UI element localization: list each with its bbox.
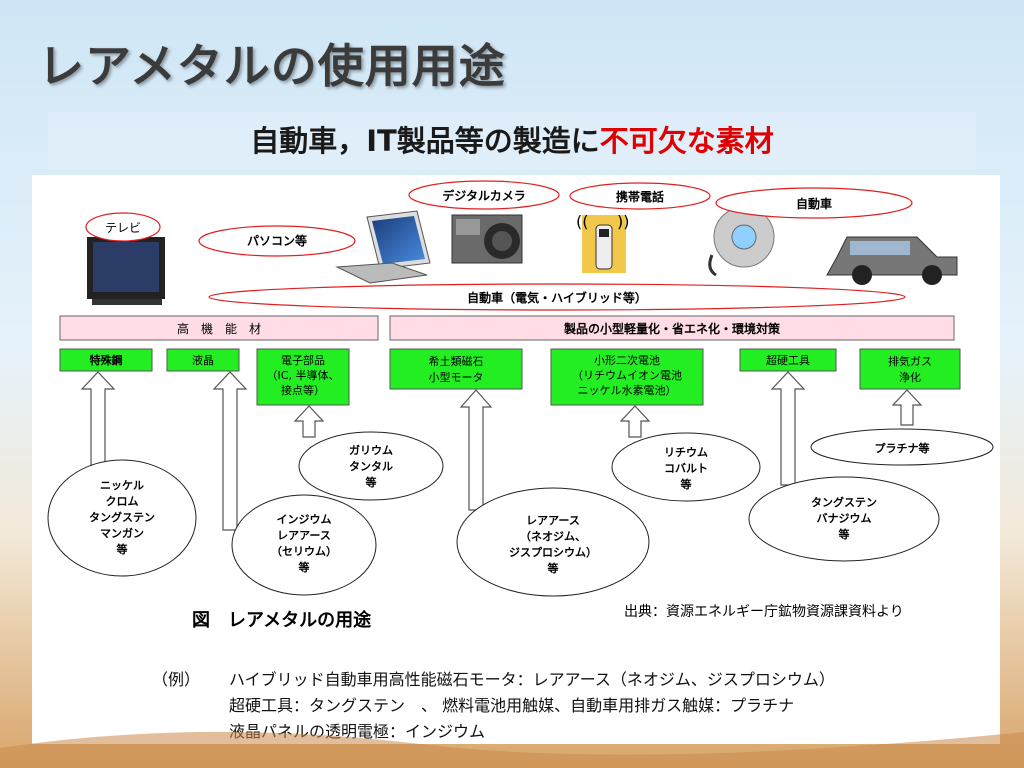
svg-text:自動車（電気・ハイブリッド等）: 自動車（電気・ハイブリッド等） <box>467 290 647 305</box>
svg-text:携帯電話: 携帯電話 <box>616 189 664 204</box>
metal-rare-earth: レアアース （ネオジム、 ジスプロシウム） 等 <box>456 487 650 597</box>
metal-indium: インジウム レアアース （セリウム） 等 <box>231 494 377 596</box>
subtitle-main: 自動車，IT製品等の製造に <box>250 124 600 158</box>
svg-text:)): )) <box>617 212 629 231</box>
svg-text:バナジウム: バナジウム <box>817 512 872 525</box>
metal-platinum: プラチナ等 <box>810 428 994 466</box>
svg-text:コバルト: コバルト <box>664 462 708 475</box>
svg-text:パソコン等: パソコン等 <box>247 233 307 248</box>
app-carbide-tools: 超硬工具 <box>739 348 837 372</box>
example-line: 液晶パネルの透明電極：インジウム <box>229 722 486 741</box>
arrow-steel <box>80 371 116 466</box>
rare-metal-diagram: (( )) テレビ パソコン等 デジタルカメラ 携帯電 <box>47 180 994 631</box>
slide-title: レアメタルの使用用途 <box>38 39 506 93</box>
svg-text:タングステン: タングステン <box>811 495 877 509</box>
svg-text:液晶: 液晶 <box>192 353 214 367</box>
subtitle-emphasis: 不可欠な素材 <box>599 124 774 158</box>
app-special-steel: 特殊鋼 <box>59 348 153 372</box>
svg-text:クロム: クロム <box>106 495 139 508</box>
svg-text:マンガン: マンガン <box>100 526 144 540</box>
figure-caption: 図 レアメタルの用途 <box>192 609 372 631</box>
svg-text:等: 等 <box>547 561 559 575</box>
svg-text:テレビ: テレビ <box>105 221 141 235</box>
svg-text:等: 等 <box>838 527 850 541</box>
arrow-lcd <box>212 371 248 531</box>
subtitle: 自動車，IT製品等の製造に不可欠な素材 <box>48 112 976 170</box>
app-secondary-battery: 小形二次電池 （リチウムイオン電池 ニッケル水素電池） <box>550 348 704 406</box>
svg-text:ガリウム: ガリウム <box>349 443 393 457</box>
svg-text:（ネオジム、: （ネオジム、 <box>520 530 586 543</box>
up-arrows <box>80 371 923 531</box>
svg-text:リチウム: リチウム <box>664 446 708 459</box>
app-exhaust-purification: 排気ガス 浄化 <box>859 348 961 390</box>
metal-nickel: ニッケル クロム タングステン マンガン 等 <box>47 459 197 577</box>
svg-text:自動車: 自動車 <box>796 196 832 211</box>
svg-text:等: 等 <box>116 542 128 556</box>
svg-text:デジタルカメラ: デジタルカメラ <box>442 188 525 203</box>
arrow-tools <box>770 371 806 486</box>
tv-icon <box>87 237 165 305</box>
svg-text:高 機 能 材: 高 機 能 材 <box>177 321 261 336</box>
label-car: 自動車 <box>715 187 913 219</box>
arrow-exhaust <box>891 389 923 426</box>
svg-text:（セリウム）: （セリウム） <box>271 545 337 558</box>
svg-text:等: 等 <box>365 475 377 489</box>
svg-text:希土類磁石: 希土類磁石 <box>429 354 484 368</box>
svg-text:レアアース: レアアース <box>277 529 331 542</box>
svg-text:浄化: 浄化 <box>899 370 921 384</box>
source-note: 出典：資源エネルギー庁鉱物資源課資料より <box>624 603 904 620</box>
svg-text:小形二次電池: 小形二次電池 <box>594 353 660 367</box>
arrow-electronic <box>293 405 325 438</box>
arrow-magnet <box>459 389 493 511</box>
svg-text:超硬工具: 超硬工具 <box>766 353 810 367</box>
svg-text:接点等）: 接点等） <box>281 383 325 397</box>
label-phone: 携帯電話 <box>569 182 711 210</box>
label-tv: テレビ <box>85 212 161 242</box>
band-high-function: 高 機 能 材 <box>59 315 379 341</box>
example-line: ハイブリッド自動車用高性能磁石モータ：レアアース（ネオジム、ジスプロシウム） <box>229 670 835 689</box>
svg-text:製品の小型軽量化・省エネ化・環境対策: 製品の小型軽量化・省エネ化・環境対策 <box>563 321 781 336</box>
app-electronic-parts: 電子部品 （IC, 半導体、 接点等） <box>256 348 350 406</box>
band-miniaturization: 製品の小型軽量化・省エネ化・環境対策 <box>389 315 955 341</box>
svg-text:ジスプロシウム）: ジスプロシウム） <box>509 545 597 559</box>
phone-icon: (( )) <box>576 212 629 273</box>
svg-text:等: 等 <box>298 560 310 574</box>
app-rare-earth-magnet: 希土類磁石 小型モータ <box>389 348 523 390</box>
svg-text:タングステン: タングステン <box>89 510 155 524</box>
label-pc: パソコン等 <box>198 225 356 257</box>
cd-player-icon <box>708 206 775 277</box>
metal-tungsten: タングステン バナジウム 等 <box>748 476 940 562</box>
metal-lithium: リチウム コバルト 等 <box>611 432 761 502</box>
svg-text:電子部品: 電子部品 <box>281 353 325 367</box>
svg-text:等: 等 <box>680 477 692 491</box>
app-liquid-crystal: 液晶 <box>166 348 240 372</box>
svg-text:ニッケル: ニッケル <box>100 479 144 492</box>
label-camera: デジタルカメラ <box>408 180 560 210</box>
svg-text:特殊鋼: 特殊鋼 <box>90 353 123 367</box>
svg-text:（IC, 半導体、: （IC, 半導体、 <box>267 368 340 382</box>
svg-text:排気ガス: 排気ガス <box>888 354 932 368</box>
laptop-icon <box>335 210 431 284</box>
diagram-panel: (( )) テレビ パソコン等 デジタルカメラ 携帯電 <box>32 175 1000 744</box>
svg-text:（リチウムイオン電池: （リチウムイオン電池 <box>572 369 682 382</box>
svg-text:ニッケル水素電池）: ニッケル水素電池） <box>578 384 677 397</box>
svg-text:タンタル: タンタル <box>349 460 393 473</box>
svg-text:((: (( <box>576 212 588 231</box>
label-car-wide: 自動車（電気・ハイブリッド等） <box>208 283 906 311</box>
svg-text:小型モータ: 小型モータ <box>429 370 484 384</box>
car-icon <box>826 236 958 285</box>
camera-icon <box>451 214 523 264</box>
svg-text:レアアース: レアアース <box>526 514 580 527</box>
arrow-battery <box>619 405 651 438</box>
metal-gallium: ガリウム タンタル 等 <box>298 431 444 501</box>
svg-text:インジウム: インジウム <box>277 513 332 526</box>
example-line: 超硬工具：タングステン 、 燃料電池用触媒、自動車用排ガス触媒：プラチナ <box>229 696 795 715</box>
examples-label: （例） <box>152 670 201 689</box>
svg-text:プラチナ等: プラチナ等 <box>875 441 930 455</box>
